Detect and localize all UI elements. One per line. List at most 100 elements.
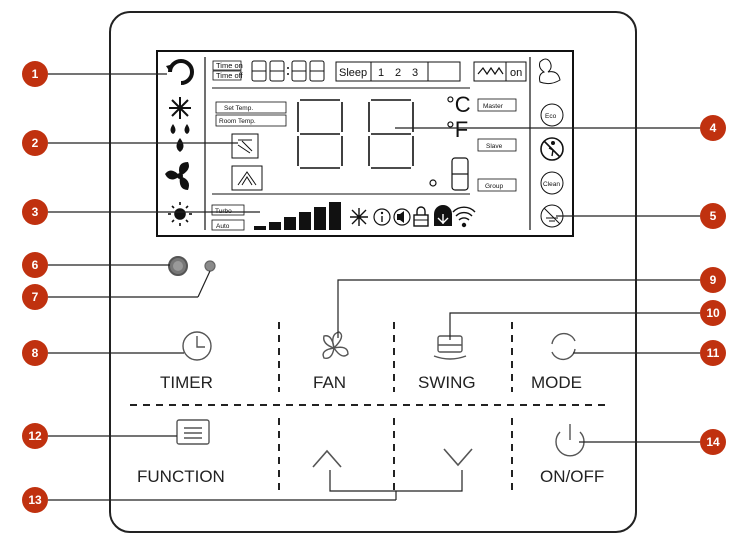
sleep-label: Sleep [339,67,367,79]
lock-icon [413,206,429,227]
callout-number: 11 [707,346,720,360]
callout-4: 4 [700,115,726,141]
slave-box [477,138,517,152]
up-button[interactable] [312,449,342,468]
slave-label: Slave [486,143,503,150]
callout-3: 3 [22,199,48,225]
swing-label: SWING [418,373,476,392]
wifi-icon [452,206,476,228]
fan-mode-icon [165,162,189,190]
callout-circle [700,340,726,366]
callout-7: 7 [22,284,48,310]
sleep-level-3: 3 [412,67,418,79]
room-temp-label: Room Temp. [219,118,256,125]
group-box [477,178,517,192]
callout-circle [700,115,726,141]
swing-button[interactable]: SWING [418,335,476,392]
child-lock-icon [434,205,452,226]
mute-icon [393,208,411,226]
onoff-label: ON/OFF [540,467,604,486]
swing-on-box [473,61,527,82]
no-person-icon [540,137,564,161]
room-temp-box [215,114,287,127]
callout-number: 6 [32,258,39,272]
callout-circle [700,429,726,455]
cool-mode-icon [169,97,191,119]
eco-label: Eco [545,113,557,120]
callout-12: 12 [22,423,48,449]
timer-colon-dot [287,73,289,75]
fan-label: FAN [313,373,346,392]
timer-digits [251,60,325,82]
callout-circle [22,252,48,278]
function-label: FUNCTION [137,467,225,486]
callout-11: 11 [700,340,726,366]
callout-number: 10 [706,306,720,320]
eco-icon [540,103,564,127]
callout-9: 9 [700,267,726,293]
info-icon [373,208,391,226]
onoff-button[interactable]: ON/OFF [540,424,604,486]
small-digit [451,157,469,191]
down-button[interactable] [443,448,473,467]
timer-button[interactable]: TIMER [160,331,213,392]
mode-icon [551,332,576,361]
callout-circle [700,300,726,326]
fahrenheit-unit: °F [446,117,468,142]
timer-colon-dot [287,67,289,69]
fan-icon [322,331,349,359]
callout-number: 8 [32,346,39,360]
person-icon [539,58,561,85]
callout-number: 13 [28,493,42,507]
turbo-box [211,204,245,216]
timer-label: TIMER [160,373,213,392]
group-label: Group [485,183,503,190]
time-on-label: Time on [216,61,243,70]
chevron-up-icon [312,449,342,468]
time-off-box [212,70,242,81]
clock-icon [182,331,212,361]
auto-box [211,219,245,231]
callout-number: 1 [32,67,39,81]
mode-button[interactable]: MODE [531,332,582,392]
callout-lines [48,73,700,501]
callout-number: 5 [710,209,717,223]
set-temp-box [215,101,287,114]
temperature-digits [297,99,414,169]
callout-number: 7 [32,290,39,304]
set-temp-label: Set Temp. [224,105,253,112]
callout-10: 10 [700,300,726,326]
celsius-unit: °C [446,92,471,117]
master-label: Master [483,103,504,110]
time-off-label: Time off [216,71,244,80]
power-icon [555,424,585,457]
callout-number: 3 [32,205,39,219]
decimal-point [429,179,437,187]
sleep-box [335,61,461,82]
no-fan-icon [350,208,368,226]
callout-circle [22,423,48,449]
mode-label: MODE [531,373,582,392]
callout-circle [22,284,48,310]
master-box [477,98,517,112]
function-button[interactable]: FUNCTION [137,419,225,486]
callout-14: 14 [700,429,726,455]
swing-on-label: on [510,67,522,79]
callout-5: 5 [700,203,726,229]
callout-circle [22,340,48,366]
callout-number: 9 [710,273,717,287]
indicator-led-small [204,260,216,272]
callout-2: 2 [22,130,48,156]
callout-number: 12 [28,429,42,443]
callout-6: 6 [22,252,48,278]
fan-button[interactable]: FAN [313,331,349,392]
callout-circle [22,487,48,513]
sleep-level-2: 2 [395,67,401,79]
callout-number: 14 [706,435,720,449]
auto-label: Auto [216,223,230,230]
clean-icon [540,171,564,195]
callout-13: 13 [22,487,48,513]
indicator-led-large [168,256,188,276]
